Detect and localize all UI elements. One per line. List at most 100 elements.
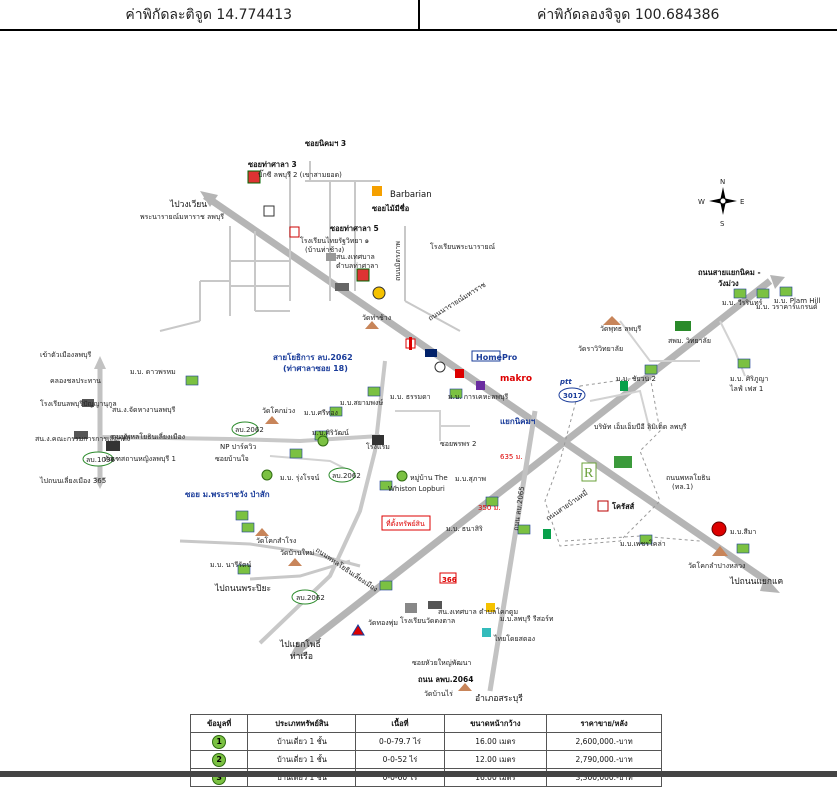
label-to-bangphrapa: ไปถนนพระปิยะ xyxy=(214,583,271,594)
label-temple-phram: วัดบ้านใหม่ xyxy=(280,548,314,557)
col-type: ประเภททรัพย์สิน xyxy=(248,715,356,733)
suzuki-icon xyxy=(455,369,464,378)
label-school-lopburi: โรงเรียนลพบุรีปัญญานุกูล xyxy=(40,399,117,408)
police-icon xyxy=(352,625,364,635)
compass-rose: N S E W xyxy=(698,178,744,228)
longitude-label: ค่าพิกัดลองจิจูด 100.684386 xyxy=(420,0,837,29)
compass-icon xyxy=(373,287,385,299)
label-mb-chaiyo2: ม.บ. ชัยวน 2 xyxy=(616,375,656,383)
label-mb-siamphong: ม.บ.สยามพงษ์ xyxy=(340,399,383,407)
label-mb-suphap: ม.บ.สุภาพ xyxy=(455,475,486,483)
cell-area: 0-0-79.7 ไร่ xyxy=(356,733,444,751)
latitude-label: ค่าพิกัดละติจูด 14.774413 xyxy=(0,0,418,29)
label-road-narai: ถนนนารายณ์มหาราช xyxy=(427,281,488,323)
map-icon xyxy=(357,269,369,281)
number-badge: 1 xyxy=(212,735,226,749)
bottom-bar xyxy=(0,771,837,777)
label-dist-635: 635 ม. xyxy=(500,453,522,461)
label-mb-sritong: ม.บ.ศรีทอง xyxy=(304,409,338,417)
temple-khokmuang-icon xyxy=(265,416,279,424)
label-road-2065: ถนน ลบ.2065 xyxy=(512,486,526,531)
label-soi-yai: ซอยหัวยใหญ่พัฒนา xyxy=(412,658,471,667)
tree-icon xyxy=(675,321,691,331)
village-marker xyxy=(242,523,254,532)
label-to-route365: ไปถนนเลี่ยงเมือง 365 xyxy=(39,476,106,485)
temple-phuttha-icon xyxy=(603,316,621,325)
col-price: ราคาขาย/หลัง xyxy=(547,715,662,733)
village-marker xyxy=(780,287,792,296)
village-marker xyxy=(290,449,302,458)
label-mg: ม.บ.สีมา xyxy=(730,528,756,536)
label-mb-tanaso: ม.บ. ธนาสิริ xyxy=(446,525,483,533)
label-mb-vara: ม.บ. วราคาร์แกรนด์ xyxy=(756,303,818,311)
label-soi-phrarot: ซอย ม.พระราชวัง ป่าสัก xyxy=(185,490,270,499)
govt3-icon xyxy=(405,603,417,613)
mg-icon xyxy=(712,522,726,536)
label-barbarian: Barbarian xyxy=(390,190,432,200)
label-hotel: โรงแรม xyxy=(366,442,390,451)
label-temple-khok2: วัดโคกสำโรง xyxy=(256,536,296,545)
compass-w: W xyxy=(698,198,705,206)
label-temple-lumpi: วัดโคกลำปางหลวง xyxy=(688,561,745,570)
table-row: 2 บ้านเดี่ยว 1 ชั้น 0-0-52 ไร่ 12.00 เมต… xyxy=(191,751,662,769)
station-icon xyxy=(482,628,491,637)
cell-type: บ้านเดี่ยว 1 ชั้น xyxy=(248,733,356,751)
col-area: เนื้อที่ xyxy=(356,715,444,733)
label-road-phahon2b: (ทล.1) xyxy=(672,483,693,491)
cell-type: บ้านเดี่ยว 1 ชั้น xyxy=(248,751,356,769)
property-marker-3 xyxy=(318,436,328,446)
govt-building-icon xyxy=(335,283,349,291)
col-width: ขนาดหน้ากว้าง xyxy=(444,715,547,733)
label-tessaban: สน.งเทศบาล xyxy=(336,253,375,261)
label-mb-naree: ม.บ. นารีรัตน์ xyxy=(210,561,252,569)
label-prison: ทัณฑสถานหญิงลพบุรี 1 xyxy=(104,455,176,463)
cell-area: 0-0-52 ไร่ xyxy=(356,751,444,769)
label-temple-ban: วัดบ้านไร่ xyxy=(424,689,453,698)
label-amphoe: อำเภอสระบุรี xyxy=(475,693,523,704)
label-soi-nikom3: ซอยนิคมฯ 3 xyxy=(305,139,346,148)
label-route-2062-c: ลบ.2062 xyxy=(296,594,325,602)
seven-eleven2-icon xyxy=(543,529,551,539)
label-soi-thatsala5: ซอยท่าศาลา 5 xyxy=(330,224,379,233)
label-to-tharua: ไปแยกโพธิ์ xyxy=(279,638,322,650)
property-markers xyxy=(262,436,430,530)
label-school1: โรงเรียนไทยรัฐวิทยา ๑ xyxy=(300,236,369,245)
cell-price: 2,790,000.-บาท xyxy=(547,751,662,769)
label-mb-lopburi: ม.บ.ลพบุรี รีสอร์ท xyxy=(500,615,554,623)
label-temple-phuttha: วัดพุทธ ลพบุรี xyxy=(600,325,642,333)
compass-e: E xyxy=(740,198,744,206)
label-school-wat: โรงเรียนวัดดงตาล xyxy=(400,616,455,625)
label-soi-banchi: ซอยบ้านใจ xyxy=(215,454,249,463)
temple-phram-icon xyxy=(288,558,302,566)
label-soi-thatsala3: ซอยท่าศาลา 3 xyxy=(248,160,297,169)
label-temple-thachang: วัดท่าช้าง xyxy=(362,314,391,322)
label-makro: makro xyxy=(500,374,532,384)
property-marker-1 xyxy=(262,470,272,480)
factory-icon xyxy=(614,456,632,468)
label-route-366: 366 xyxy=(442,576,457,584)
label-soi-maiseur: ซอยไม้มีชื่อ xyxy=(372,202,409,213)
label-soi-khaopho: ซอยพรพร 2 xyxy=(440,440,476,448)
ne-sw-highway xyxy=(290,275,785,656)
label-mb-siriphong: ม.บ. ศิริภูญา xyxy=(730,375,769,383)
village-marker xyxy=(236,511,248,520)
label-road-rajwithi: ถนนพหลโยธินเลี่ยงเมือง xyxy=(112,432,185,441)
school-icon xyxy=(264,206,274,216)
ptt2-icon xyxy=(752,551,766,559)
label-road-2062b: (ท่าศาลาซอย 18) xyxy=(283,364,348,373)
label-to-tharua2: ท่าเรือ xyxy=(290,651,313,662)
cell-width: 12.00 เมตร xyxy=(444,751,547,769)
label-r-logo: R xyxy=(584,466,594,481)
label-mb-rungrot: ม.บ. รุ่งโรจน์ xyxy=(280,473,320,482)
label-road-phahon2: ถนนพหลโยธิน xyxy=(666,473,710,482)
label-school-phranarai: โรงเรียนพระนารายณ์ xyxy=(430,242,496,251)
label-temple-khok: วัดโคกม่วง xyxy=(262,406,295,415)
label-bigc: บิ๊กซี ลพบุรี 2 (เขาสามยอด) xyxy=(258,169,342,179)
table-row: 1 บ้านเดี่ยว 1 ชั้น 0-0-79.7 ไร่ 16.00 เ… xyxy=(191,733,662,751)
label-route-3017: 3017 xyxy=(563,392,583,400)
flag-icon xyxy=(425,349,437,357)
label-to-wongwian: ไปวงเวียน xyxy=(169,199,207,210)
label-to-wongwian2: พระนารายณ์มหาราช ลพบุรี xyxy=(140,213,224,221)
label-junction: แยกนิคมฯ xyxy=(500,417,536,426)
label-road-2062: สายโยธิการ ลบ.2062 xyxy=(273,352,353,362)
